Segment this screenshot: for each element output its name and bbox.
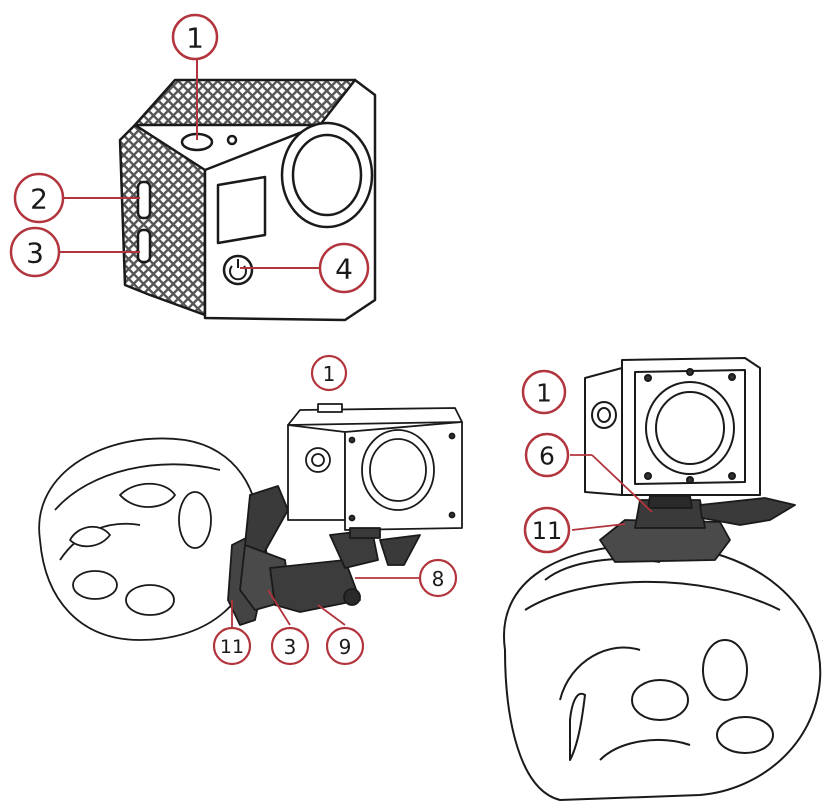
svg-text:2: 2: [30, 183, 48, 216]
helmet-right-illustration: [502, 544, 822, 801]
svg-text:6: 6: [539, 442, 555, 471]
svg-text:1: 1: [186, 22, 204, 55]
camera-right-illustration: [584, 357, 761, 496]
callout-right-11: 11: [523, 506, 571, 554]
helmet-base-right: [599, 519, 731, 563]
svg-text:11: 11: [220, 636, 244, 658]
side-button-upper: [136, 180, 152, 220]
callout-right-1: 1: [521, 369, 567, 415]
side-mount-parts: [227, 485, 421, 626]
svg-text:11: 11: [532, 517, 563, 545]
callout-left-9: 9: [325, 626, 365, 666]
power-button: [222, 254, 254, 286]
callout-left-8: 8: [418, 558, 458, 598]
svg-text:1: 1: [536, 379, 552, 408]
helmet-left-illustration: [38, 437, 260, 641]
callout-left-11: 11: [212, 626, 252, 666]
side-button-lower: [136, 228, 152, 264]
svg-text:1: 1: [323, 362, 336, 386]
svg-text:3: 3: [284, 635, 297, 659]
callout-top-1: 1: [171, 13, 219, 61]
callout-left-1: 1: [310, 354, 348, 392]
svg-text:8: 8: [432, 567, 445, 591]
camera-left-illustration: [287, 403, 463, 539]
top-mount-parts: [599, 495, 796, 563]
svg-text:4: 4: [335, 253, 353, 286]
callout-top-4: 4: [318, 242, 370, 294]
callout-right-6: 6: [524, 432, 570, 478]
svg-text:3: 3: [26, 237, 44, 270]
callout-top-3: 3: [9, 226, 61, 278]
callout-left-3: 3: [270, 626, 310, 666]
svg-text:9: 9: [339, 635, 352, 659]
callout-top-2: 2: [13, 172, 65, 224]
